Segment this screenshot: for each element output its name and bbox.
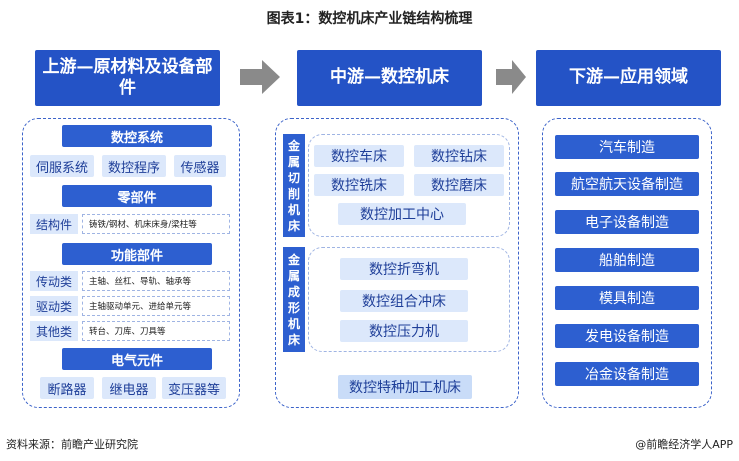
item-transformer: 变压器等 — [162, 377, 226, 399]
item-breaker: 断路器 — [40, 377, 94, 399]
item-shipbuilding: 船舶制造 — [555, 248, 699, 272]
midstream-header: 中游—数控机床 — [297, 50, 482, 106]
arrow-right-icon — [496, 60, 526, 94]
category-cnc-system: 数控系统 — [62, 125, 212, 147]
source-note: 资料来源：前瞻产业研究院 — [6, 438, 138, 451]
item-hydraulic-press: 数控压力机 — [340, 320, 468, 342]
detail-drive: 主轴驱动单元、进给单元等 — [82, 296, 230, 316]
label-other: 其他类 — [30, 321, 78, 341]
category-parts: 零部件 — [62, 185, 212, 207]
item-power-equipment: 发电设备制造 — [555, 324, 699, 348]
item-metallurgy: 冶金设备制造 — [555, 362, 699, 386]
figure-title: 图表1：数控机床产业链结构梳理 — [266, 11, 473, 27]
item-sensor: 传感器 — [174, 155, 226, 177]
item-servo-system: 伺服系统 — [30, 155, 94, 177]
category-functional-parts: 功能部件 — [62, 243, 212, 265]
item-automotive: 汽车制造 — [555, 135, 699, 159]
item-cnc-lathe: 数控车床 — [314, 145, 404, 167]
item-mold: 模具制造 — [555, 286, 699, 310]
downstream-header: 下游—应用领域 — [536, 50, 721, 106]
category-electrical: 电气元件 — [62, 348, 212, 370]
label-metal-forming: 金属成形机床 — [283, 247, 305, 352]
item-machining-center: 数控加工中心 — [338, 203, 466, 225]
item-electronics: 电子设备制造 — [555, 210, 699, 234]
item-cnc-mill: 数控铣床 — [314, 174, 404, 196]
detail-structural: 铸铁/钢材、机床床身/梁柱等 — [82, 214, 230, 234]
label-structural: 结构件 — [30, 214, 78, 234]
item-relay: 继电器 — [102, 377, 156, 399]
label-metal-cutting: 金属切削机床 — [283, 134, 305, 237]
label-drive: 驱动类 — [30, 296, 78, 316]
item-aerospace: 航空航天设备制造 — [555, 172, 699, 196]
brand-note: @前瞻经济学人APP — [635, 438, 733, 451]
detail-other: 转台、刀库、刀具等 — [82, 321, 230, 341]
detail-transmission: 主轴、丝杠、导轨、轴承等 — [82, 271, 230, 291]
upstream-header: 上游—原材料及设备部件 — [35, 50, 220, 106]
item-special-machining: 数控特种加工机床 — [338, 375, 472, 399]
item-press-brake: 数控折弯机 — [340, 258, 468, 280]
item-cnc-drill: 数控钻床 — [414, 145, 504, 167]
item-cnc-program: 数控程序 — [102, 155, 166, 177]
item-cnc-grinder: 数控磨床 — [414, 174, 504, 196]
label-transmission: 传动类 — [30, 271, 78, 291]
arrow-right-icon — [240, 60, 280, 94]
item-punch-press: 数控组合冲床 — [340, 290, 468, 312]
